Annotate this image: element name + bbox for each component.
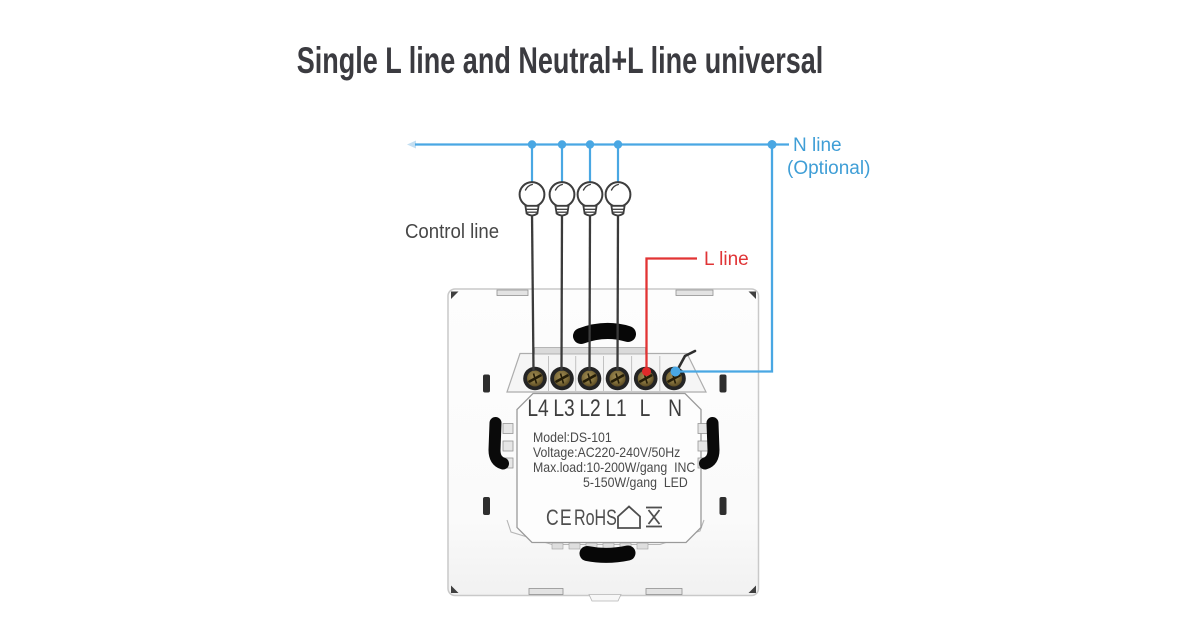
wires [407,140,789,373]
cable-grommet-top [573,323,636,344]
screw-terminals [523,366,686,391]
plate-slot [483,374,490,393]
n-line-arrowhead [407,140,416,149]
control-wire [560,211,564,372]
mount-claw-right [699,417,720,470]
house-icon [617,505,641,529]
bulb-icon [576,181,604,217]
bottom-notch [588,594,622,602]
n-terminal-clamp [677,349,697,369]
terminal-label-l3: L3 [553,395,575,422]
plate-slot [483,497,490,515]
terminal-label-l: L [639,395,651,422]
n-line-optional-label: (Optional) [787,158,871,179]
terminal-label-n: N [668,395,682,422]
plate-corner-screw [451,585,459,593]
mount-claw-left [488,417,509,470]
terminal-l2 [577,366,602,391]
terminal-label-l2: L2 [579,395,601,422]
spec-voltage: Voltage:AC220-240V/50Hz [533,444,681,460]
l-line-wire [645,257,697,371]
spec-maxload-led: 5-150W/gang LED [583,473,688,490]
n-line-label: N line [793,135,842,156]
control-line-label: Control line [405,221,500,243]
n-terminal-dot [670,366,681,377]
module-side-tab [697,440,709,452]
l-line-label: L line [704,249,749,270]
cable-grommet-bottom [579,545,636,563]
l-terminal-dot [642,367,651,376]
spec-maxload: Max.load:10-200W/gang INC [533,459,696,475]
mount-tab [675,289,714,296]
crossed-hourglass-icon [646,506,662,528]
plate-slot [719,497,727,515]
plate-slot [719,374,727,393]
terminal-l1 [605,366,630,391]
bulb-icon [518,181,546,217]
junction-dots [527,140,777,377]
light-bulbs [518,181,632,217]
control-wire [616,211,620,372]
mount-tab [496,289,529,296]
module-face [488,323,720,563]
spec-model: Model:DS-101 [533,429,612,445]
module-side-tab [502,440,514,452]
terminal-label-l4: L4 [526,395,549,422]
plate-corner-screw [748,585,756,593]
module-side-tab [697,423,709,434]
plate-corner-screw [451,291,459,299]
ce-mark: CE [546,505,573,530]
terminal-l3 [550,366,574,391]
terminal-l4 [523,366,547,391]
bulb-icon [548,181,576,217]
plate-corner-screw [748,291,756,299]
mount-tab [645,588,683,595]
rohs-mark: RoHS [574,505,617,530]
bulb-icon [604,181,632,217]
mount-tab [528,588,564,595]
control-wire [588,211,592,372]
module-side-tab [502,423,514,434]
terminal-label-l1: L1 [604,395,627,422]
control-wire [530,211,535,372]
page-title: Single L line and Neutral+L line univers… [296,40,824,81]
